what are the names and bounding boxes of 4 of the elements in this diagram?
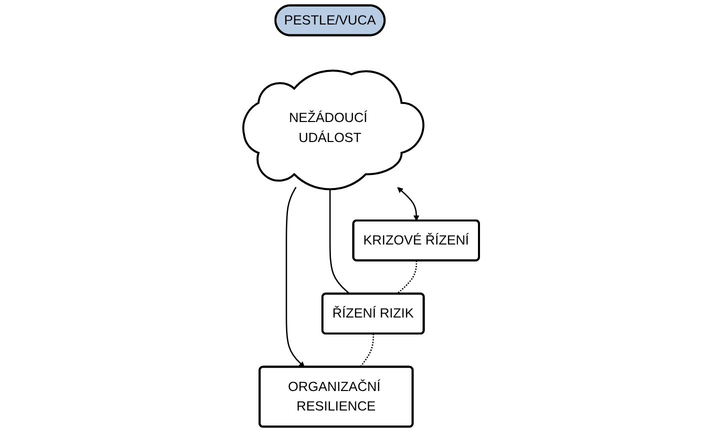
arrow (398, 187, 420, 222)
connector (396, 260, 418, 294)
arrow (286, 186, 306, 368)
connector (360, 334, 374, 368)
